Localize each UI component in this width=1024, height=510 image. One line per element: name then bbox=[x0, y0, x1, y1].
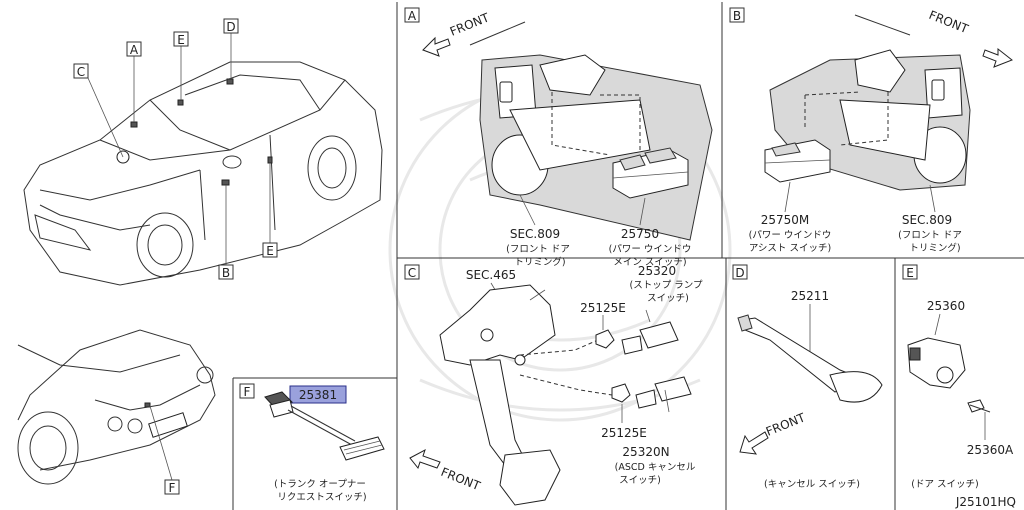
svg-text:F: F bbox=[169, 481, 176, 495]
car-callout-c[interactable]: C bbox=[73, 63, 89, 79]
front-label: FRONT bbox=[439, 465, 483, 494]
front-arrow-icon bbox=[409, 448, 441, 470]
car-callout-f[interactable]: F bbox=[164, 479, 180, 495]
car-callout-d[interactable]: D bbox=[223, 18, 239, 34]
trunk-opener-switch-part bbox=[264, 391, 385, 461]
panel-a: A FRONT SEC.809 (フロント ドア トリミング) 25750 (パ… bbox=[404, 7, 713, 268]
svg-text:F: F bbox=[244, 385, 251, 399]
part-desc-25211: (キャンセル スイッチ) bbox=[764, 479, 860, 490]
panel-f: F 25381 (トランク オープナー リクエストスイッチ) bbox=[239, 383, 385, 503]
front-arrow-icon bbox=[422, 36, 451, 57]
part-desc2-25750m: アシスト スイッチ) bbox=[749, 243, 831, 254]
part-desc2-sec809-b: トリミング) bbox=[909, 242, 960, 254]
front-arrow-icon bbox=[982, 47, 1013, 68]
screw-part bbox=[967, 399, 991, 413]
part-desc-25750: (パワー ウインドウ bbox=[609, 244, 692, 255]
part-code-25360a[interactable]: 25360A bbox=[967, 443, 1014, 457]
diagram-ref-code: J25101HQ bbox=[955, 495, 1016, 509]
bushing-lower bbox=[611, 383, 631, 403]
part-code-25750m[interactable]: 25750M bbox=[761, 213, 810, 227]
pedal-assembly bbox=[439, 284, 561, 506]
part-desc2-25381: リクエストスイッチ) bbox=[277, 492, 366, 503]
car-callout-e-roof[interactable]: E bbox=[173, 31, 189, 47]
power-window-assist-switch bbox=[764, 139, 831, 183]
power-window-main-switch bbox=[612, 147, 689, 199]
car-rear-view bbox=[17, 329, 216, 485]
panel-e-tag[interactable]: E bbox=[902, 264, 918, 280]
car-callout-e-door[interactable]: E bbox=[262, 242, 278, 258]
part-code-25381-highlight[interactable]: 25381 bbox=[289, 385, 347, 404]
panel-b-tag[interactable]: B bbox=[729, 7, 745, 23]
svg-text:25381: 25381 bbox=[299, 388, 337, 402]
part-desc2-25750: メイン スイッチ) bbox=[613, 257, 686, 268]
door-trim-panel-a bbox=[479, 54, 713, 241]
panel-grid bbox=[232, 2, 1024, 510]
part-code-25320n[interactable]: 25320N bbox=[622, 445, 669, 459]
part-desc2-25320n: スイッチ) bbox=[619, 475, 661, 486]
stop-lamp-switch bbox=[621, 309, 679, 355]
part-desc-sec809-a: (フロント ドア bbox=[506, 244, 570, 255]
part-code-sec809-a[interactable]: SEC.809 bbox=[510, 227, 560, 241]
panel-f-tag[interactable]: F bbox=[239, 383, 255, 399]
part-desc2-25320: スイッチ) bbox=[647, 293, 689, 304]
front-label: FRONT bbox=[448, 10, 492, 39]
svg-text:A: A bbox=[130, 43, 139, 57]
part-code-25320[interactable]: 25320 bbox=[638, 264, 676, 278]
part-desc-sec809-b: (フロント ドア bbox=[898, 230, 962, 241]
svg-text:E: E bbox=[906, 266, 914, 280]
car-overview bbox=[23, 33, 383, 286]
svg-text:B: B bbox=[222, 266, 230, 280]
panel-d-tag[interactable]: D bbox=[732, 264, 748, 280]
svg-text:C: C bbox=[77, 65, 85, 79]
bushing-upper bbox=[595, 329, 615, 349]
car-callout-b[interactable]: B bbox=[218, 264, 234, 280]
panel-c: C SEC.465 25125E bbox=[404, 264, 703, 506]
part-desc-25381: (トランク オープナー bbox=[274, 479, 366, 490]
svg-text:D: D bbox=[226, 20, 235, 34]
cancel-switch-part bbox=[737, 314, 883, 403]
part-code-25750[interactable]: 25750 bbox=[621, 227, 659, 241]
panel-b: B FRONT 25750M (パワー ウインドウ アシスト スイッチ) SEC… bbox=[729, 7, 1013, 254]
part-desc-25360: (ドア スイッチ) bbox=[911, 479, 978, 490]
front-arrow-icon bbox=[739, 431, 769, 455]
part-desc-25320: (ストップ ランプ bbox=[630, 280, 703, 291]
svg-text:E: E bbox=[177, 33, 185, 47]
part-code-sec809-b[interactable]: SEC.809 bbox=[902, 213, 952, 227]
part-desc-25750m: (パワー ウインドウ bbox=[749, 230, 832, 241]
front-label: FRONT bbox=[927, 8, 971, 37]
part-desc-25320n: (ASCD キャンセル bbox=[615, 462, 696, 473]
part-desc2-sec809-a: トリミング) bbox=[514, 256, 565, 268]
panel-e: E 25360 25360A (ドア スイッチ) bbox=[902, 264, 1014, 490]
part-code-sec465[interactable]: SEC.465 bbox=[466, 268, 516, 282]
svg-text:C: C bbox=[408, 266, 416, 280]
front-label: FRONT bbox=[764, 410, 808, 439]
part-code-25125e-upper[interactable]: 25125E bbox=[580, 301, 626, 315]
svg-text:E: E bbox=[266, 244, 274, 258]
car-callout-a[interactable]: A bbox=[126, 41, 142, 57]
svg-text:A: A bbox=[408, 9, 417, 23]
door-switch-part bbox=[907, 337, 966, 389]
panel-d: D 25211 FRONT (キャンセル スイッチ) bbox=[732, 264, 883, 490]
svg-text:D: D bbox=[735, 266, 744, 280]
part-code-25360[interactable]: 25360 bbox=[927, 299, 965, 313]
part-code-25211[interactable]: 25211 bbox=[791, 289, 829, 303]
svg-text:B: B bbox=[733, 9, 741, 23]
panel-a-tag[interactable]: A bbox=[404, 7, 420, 23]
panel-c-tag[interactable]: C bbox=[404, 264, 420, 280]
part-code-25125e-lower[interactable]: 25125E bbox=[601, 426, 647, 440]
ascd-cancel-switch bbox=[635, 376, 692, 413]
